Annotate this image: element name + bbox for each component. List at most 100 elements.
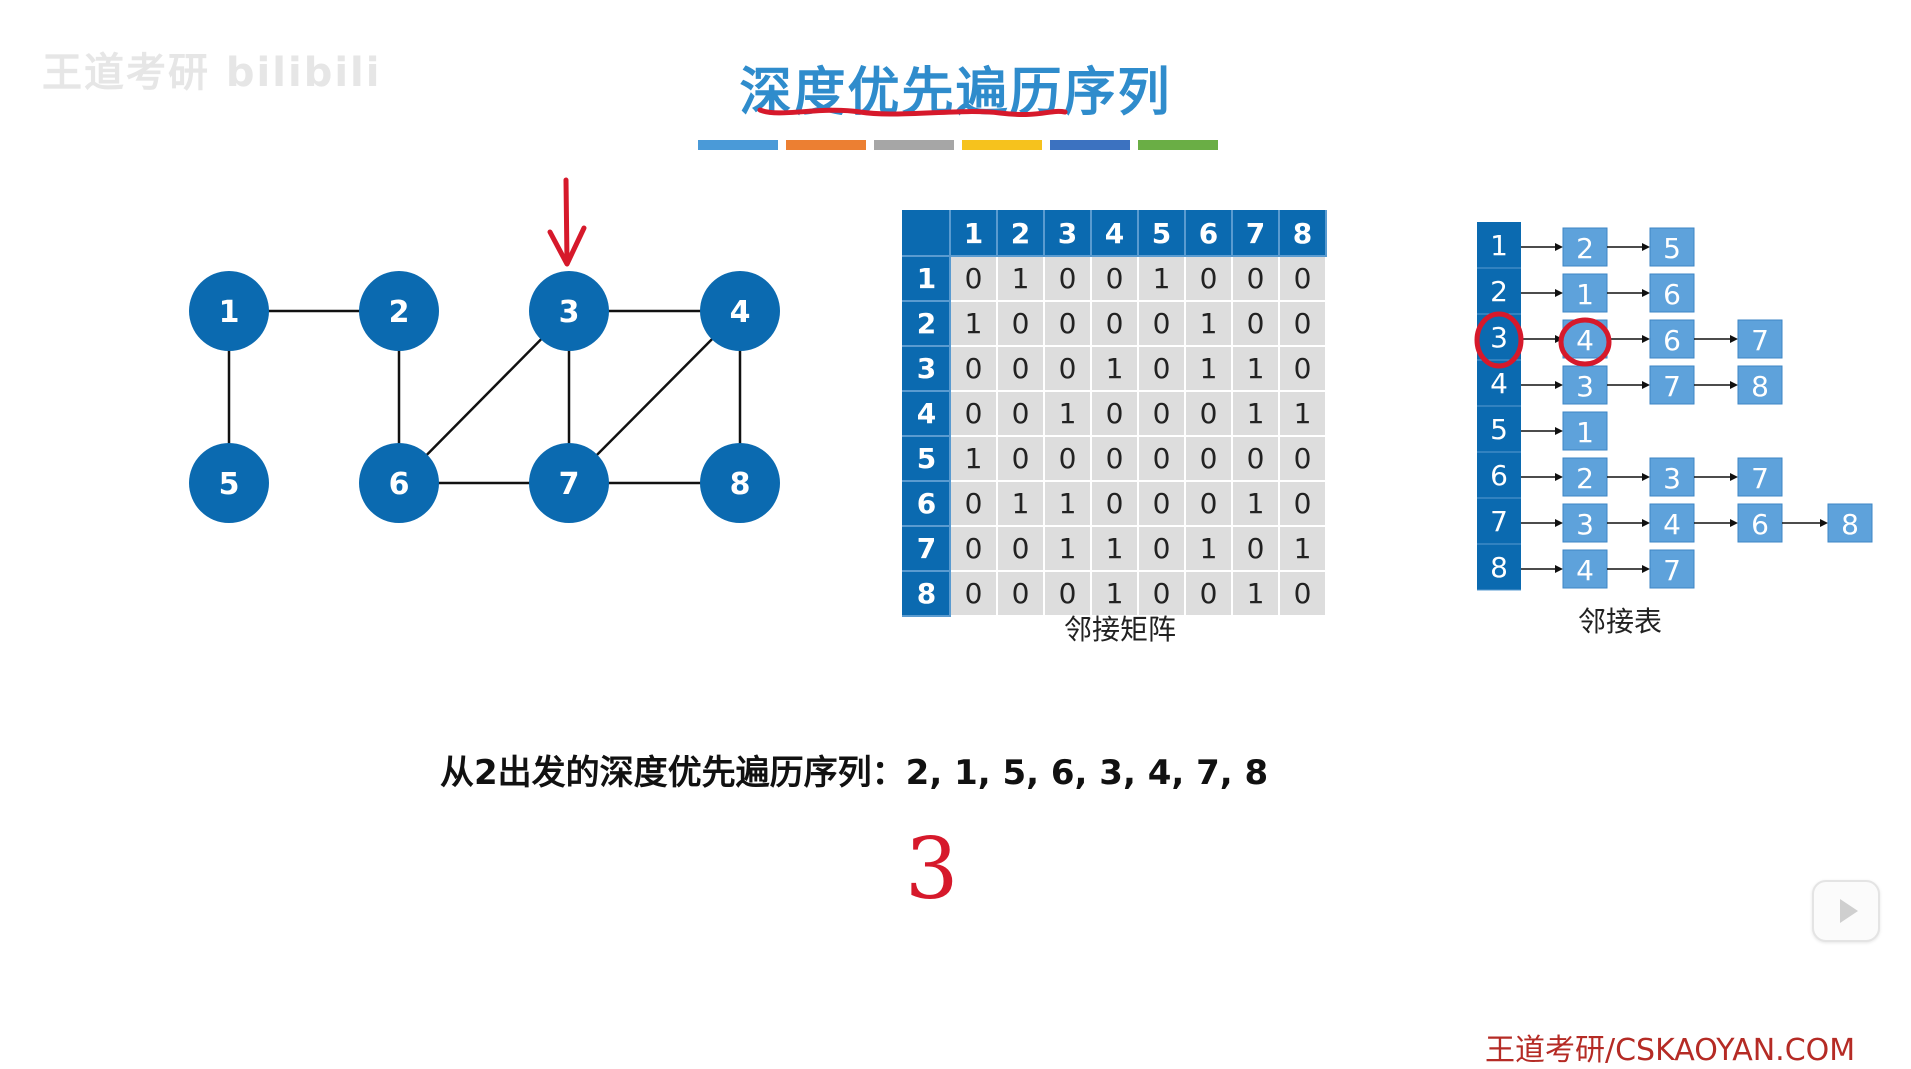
list-node-7-3: 3 [1562,503,1608,543]
graph-node-3: 3 [529,271,609,351]
list-node-4-8: 8 [1737,365,1783,405]
matrix-cell: 0 [1091,391,1139,437]
list-arrow [1521,335,1563,343]
list-arrow [1694,473,1738,481]
svg-text:3: 3 [1576,508,1594,541]
matrix-row-header: 3 [903,346,951,392]
matrix-cell: 1 [1279,391,1327,437]
play-button[interactable] [1812,880,1880,942]
color-bar [786,140,866,150]
matrix-caption: 邻接矩阵 [1063,613,1176,646]
matrix-col-header: 8 [1279,211,1327,257]
watermark-logo: 王道考研 bilibili [42,50,382,96]
matrix-cell: 0 [997,391,1045,437]
matrix-col-header: 6 [1185,211,1233,257]
svg-text:8: 8 [730,467,751,502]
graph-node-6: 6 [359,443,439,523]
matrix-cell: 0 [950,526,998,572]
matrix-cell: 1 [1044,526,1092,572]
handwritten-note: 3 [905,820,959,918]
matrix-cell: 1 [1232,481,1280,527]
list-arrow [1607,473,1650,481]
footer-brand: 王道考研/CSKAOYAN.COM [1485,1033,1856,1068]
matrix-corner [903,211,951,257]
list-arrow [1694,519,1738,527]
matrix-cell: 0 [950,256,998,302]
matrix-row-header: 4 [903,391,951,437]
matrix-cell: 0 [1279,571,1327,617]
list-node-3-6: 6 [1649,319,1695,359]
color-bar [1138,140,1218,150]
matrix-col-header: 1 [950,211,998,257]
graph-node-7: 7 [529,443,609,523]
graph-node-5: 5 [189,443,269,523]
svg-text:2: 2 [1576,462,1594,495]
matrix-cell: 0 [950,391,998,437]
list-node-8-7: 7 [1649,549,1695,589]
matrix-cell: 1 [1091,346,1139,392]
list-node-6-7: 7 [1737,457,1783,497]
circle-annotation-vertex-3 [1474,311,1524,369]
list-node-3-7: 7 [1737,319,1783,359]
matrix-row-header: 6 [903,481,951,527]
list-node-2-1: 1 [1562,273,1608,313]
matrix-cell: 0 [950,481,998,527]
matrix-cell: 0 [1091,301,1139,347]
svg-text:3: 3 [1663,462,1681,495]
svg-text:7: 7 [1663,370,1681,403]
list-node-6-3: 3 [1649,457,1695,497]
list-vertex-4: 4 [1477,367,1521,407]
svg-text:7: 7 [1751,462,1769,495]
matrix-cell: 0 [1044,436,1092,482]
list-arrow [1521,427,1563,435]
matrix-cell: 0 [1091,481,1139,527]
svg-text:3: 3 [1490,321,1508,354]
matrix-col-header: 5 [1138,211,1186,257]
svg-text:4: 4 [1576,324,1594,357]
matrix-cell: 1 [950,301,998,347]
matrix-cell: 0 [1185,436,1233,482]
svg-text:7: 7 [559,467,580,502]
matrix-cell: 1 [1185,301,1233,347]
matrix-cell: 0 [1138,346,1186,392]
list-node-8-4: 4 [1562,549,1608,589]
start-arrow-annotation [547,177,587,267]
list-arrow [1521,381,1563,389]
svg-text:1: 1 [1576,416,1594,449]
matrix-cell: 0 [997,436,1045,482]
list-arrow [1607,565,1650,573]
matrix-cell: 1 [1279,526,1327,572]
list-node-7-6: 6 [1737,503,1783,543]
list-node-6-2: 2 [1562,457,1608,497]
matrix-cell: 1 [1232,571,1280,617]
list-arrow [1782,519,1828,527]
matrix-cell: 0 [997,301,1045,347]
list-node-1-5: 5 [1649,227,1695,267]
graph-node-2: 2 [359,271,439,351]
matrix-row-header: 5 [903,436,951,482]
svg-text:1: 1 [1576,278,1594,311]
list-arrow [1521,565,1563,573]
graph-node-4: 4 [700,271,780,351]
color-bar [698,140,778,150]
matrix-cell: 0 [1232,436,1280,482]
matrix-col-header: 2 [997,211,1045,257]
svg-text:4: 4 [730,295,751,330]
matrix-cell: 0 [1279,346,1327,392]
list-node-4-3: 3 [1562,365,1608,405]
svg-text:4: 4 [1576,554,1594,587]
svg-text:6: 6 [389,467,410,502]
matrix-cell: 0 [1138,526,1186,572]
list-node-4-7: 7 [1649,365,1695,405]
edge-3-6 [398,310,570,484]
svg-text:8: 8 [1841,508,1859,541]
list-node-5-1: 1 [1562,411,1608,451]
svg-text:7: 7 [1490,505,1508,538]
list-vertex-6: 6 [1477,459,1521,499]
matrix-cell: 0 [1232,526,1280,572]
matrix-cell: 0 [1279,436,1327,482]
graph-node-1: 1 [189,271,269,351]
matrix-cell: 0 [1185,256,1233,302]
